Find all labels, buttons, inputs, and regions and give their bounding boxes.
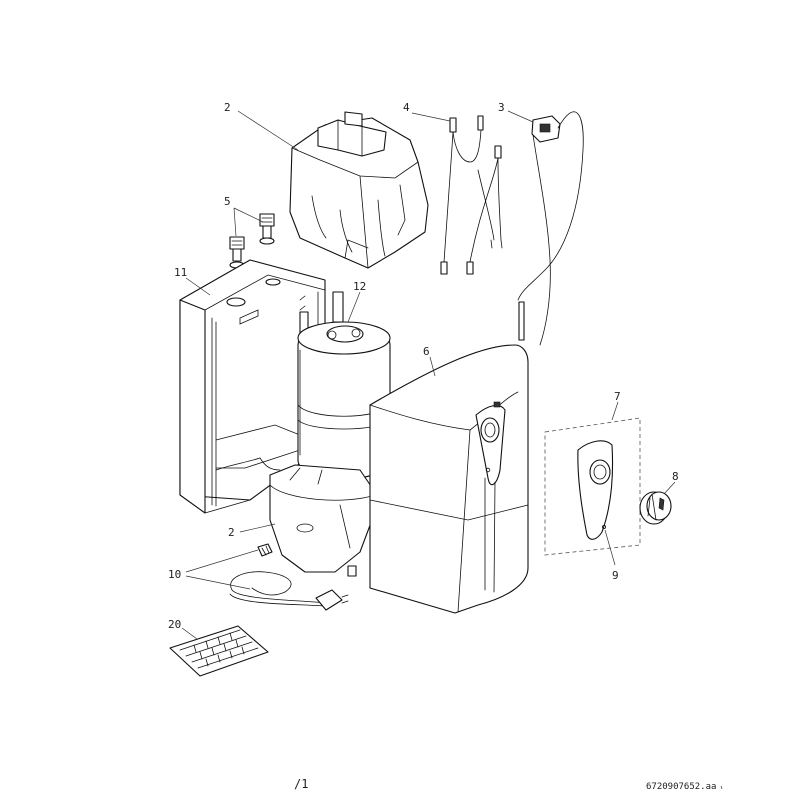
part-upper-insulation-cover [289,111,429,269]
callout-4: 4 [403,101,410,114]
callout-5: 5 [224,195,231,208]
callout-2-top: 2 [224,101,231,114]
leader-lines [181,110,676,640]
callout-6: 6 [423,345,430,358]
drawing-code: 6720907652.aa [646,782,716,792]
part-control-knob [639,491,672,525]
part-cover-plate [544,417,641,556]
callout-12: 12 [353,280,366,293]
part-connection-cables [440,115,503,275]
part-front-casing [369,344,529,614]
callout-3: 3 [498,101,505,114]
callout-numbers: 2 4 3 5 11 12 6 7 8 9 2 10 20 [168,101,679,631]
callout-11: 11 [174,266,187,279]
callout-7: 7 [614,390,621,403]
callout-10: 10 [168,568,181,581]
callout-2-bottom: 2 [228,526,235,539]
part-lower-insulation [269,464,376,577]
callout-20: 20 [168,618,181,631]
part-water-fittings [229,213,275,269]
callout-9: 9 [612,569,619,582]
part-thermostat-capillary [517,111,584,346]
part-label-sheet [169,625,269,677]
page-number: /1 [294,777,308,791]
callout-8: 8 [672,470,679,483]
part-power-cable [229,543,349,611]
footer-tick-mark [720,785,723,790]
